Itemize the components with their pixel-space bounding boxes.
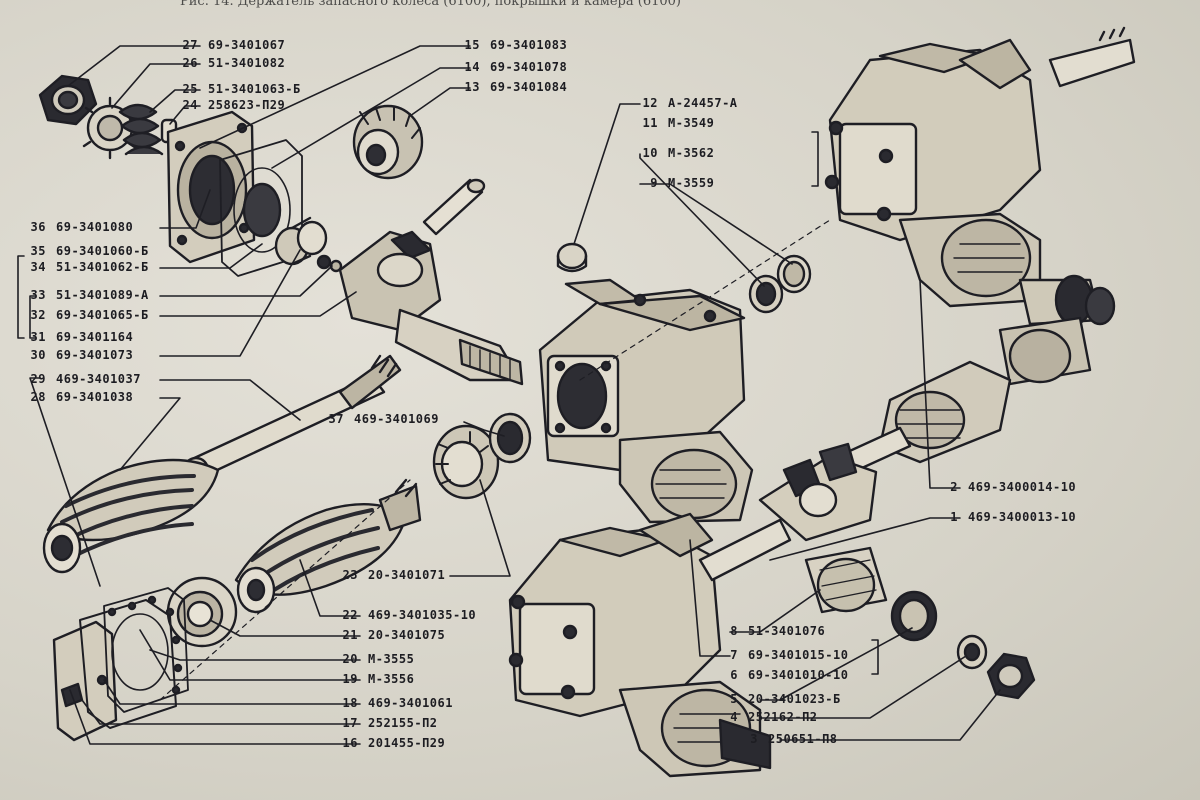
- leader-lines: [29, 45, 1001, 745]
- worm-28: [42, 458, 220, 574]
- right-shaft-assembly: [828, 274, 1116, 480]
- bushing: [274, 216, 328, 266]
- housing-lower: [508, 512, 792, 778]
- universal-joint: [758, 442, 878, 542]
- bushing-8: [804, 546, 888, 614]
- king-pin: [422, 178, 486, 236]
- seal-5: [890, 590, 938, 642]
- spring-25: [118, 103, 164, 156]
- washer-4: [956, 634, 988, 670]
- roller-bearing-23: [432, 424, 500, 500]
- nut-3: [986, 652, 1036, 700]
- bearing-21: [166, 576, 238, 648]
- axis-centerline: [159, 219, 831, 701]
- gasket-14: [219, 139, 303, 277]
- bearing-13: [352, 104, 424, 180]
- seal-ring-37: [488, 412, 532, 464]
- bearing-cover-flange: [166, 110, 256, 264]
- nut-27: [38, 74, 98, 126]
- knuckle-upper: [316, 230, 524, 386]
- housing-upper-right: [824, 26, 1136, 308]
- seal-rings-9-11: [748, 254, 812, 314]
- cap-12: [556, 242, 588, 273]
- steering-gear-housing: [538, 278, 754, 524]
- worm-22: [234, 478, 422, 614]
- group-brackets: [17, 131, 879, 675]
- cover-plate-stack: [52, 587, 189, 742]
- figure-caption: Рис. 14. Держатель запасного колеса (610…: [180, 0, 681, 9]
